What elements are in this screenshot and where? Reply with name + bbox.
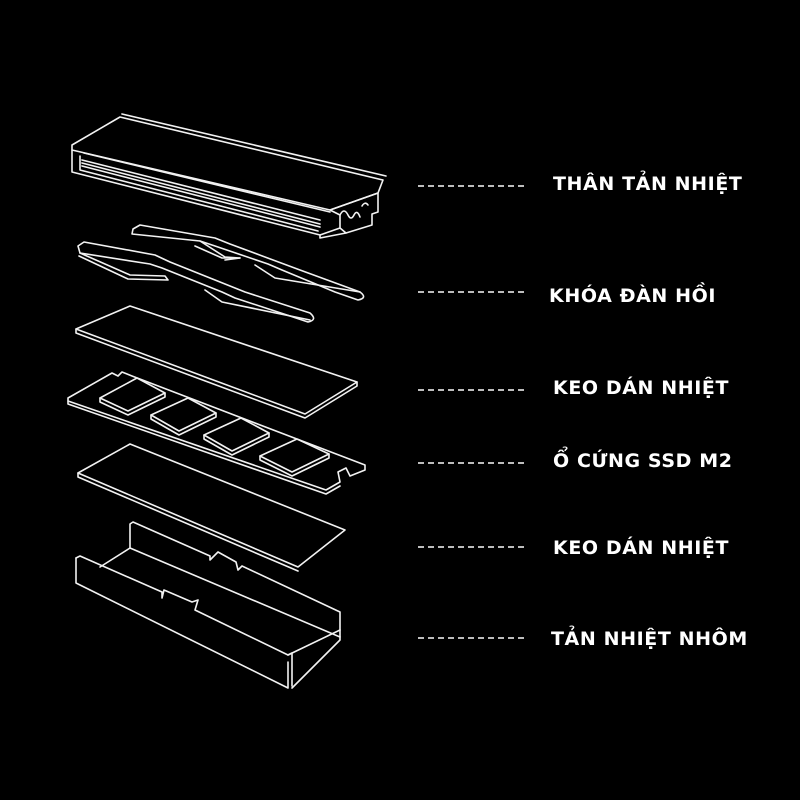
heatsink-body-drawing	[71, 113, 387, 239]
label-ssd: Ổ CỨNG SSD M2	[553, 450, 733, 472]
aluminum-tray-drawing	[75, 521, 341, 689]
spring-clips-drawing	[77, 224, 365, 323]
label-aluminum-tray: TẢN NHIỆT NHÔM	[551, 628, 748, 650]
leader-line-thermal-pad-top	[418, 378, 524, 402]
label-thermal-pad-top: KEO DÁN NHIỆT	[553, 377, 730, 399]
leader-line-thermal-pad-bottom	[418, 535, 524, 559]
label-thermal-pad-bottom: KEO DÁN NHIỆT	[553, 537, 730, 559]
leader-line-aluminum-tray	[418, 626, 524, 650]
leader-line-heatsink-body	[418, 174, 524, 198]
label-heatsink-body: THÂN TẢN NHIỆT	[553, 173, 743, 195]
nand-chip	[203, 417, 270, 456]
nand-chip	[150, 397, 217, 436]
thermal-pad-top-drawing	[75, 305, 358, 419]
leader-line-ssd	[418, 451, 524, 475]
ssd-drawing	[67, 371, 366, 495]
thermal-pad-bottom-drawing	[77, 443, 346, 572]
label-spring-clips: KHÓA ĐÀN HỒI	[549, 285, 717, 307]
nand-chip	[99, 377, 166, 416]
leader-line-spring-clips	[418, 280, 524, 304]
nand-chip	[259, 438, 330, 477]
